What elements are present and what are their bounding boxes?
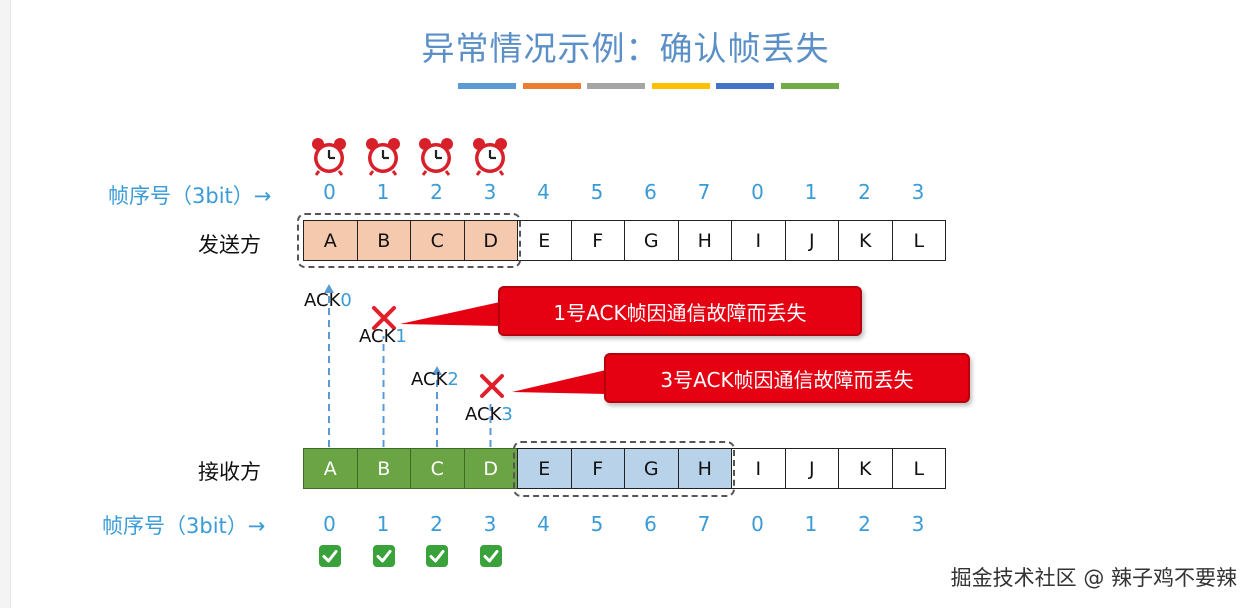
slide-title: 异常情况示例：确认帧丢失 xyxy=(421,29,830,68)
receiver-frame: D xyxy=(463,448,518,489)
ack-number: 3 xyxy=(501,404,513,425)
receiver-seq-number: 0 xyxy=(751,512,764,536)
sender-row-label: 发送方 xyxy=(198,233,261,257)
alarm-clock-icon xyxy=(416,136,456,176)
receiver-seq-label: 帧序号（3bit）→ xyxy=(102,514,266,538)
sender-frame: B xyxy=(356,220,411,261)
sender-seq-number: 6 xyxy=(644,180,657,204)
sender-seq-number: 5 xyxy=(590,180,604,204)
receiver-seq-number: 3 xyxy=(483,512,497,536)
ack-arrow-head xyxy=(324,284,334,293)
ack-prefix: ACK xyxy=(465,404,502,425)
sender-frame: E xyxy=(517,220,572,261)
sender-seq-number: 2 xyxy=(430,180,443,204)
sender-seq-number: 0 xyxy=(323,180,336,204)
title-color-bar xyxy=(780,83,839,89)
receiver-frame: I xyxy=(731,448,786,489)
ack-label: ACK0 xyxy=(304,290,352,311)
sender-seq-number: 3 xyxy=(911,180,925,204)
ack-number: 0 xyxy=(340,290,352,311)
sender-seq-number: 7 xyxy=(697,180,711,204)
receiver-seq-number: 1 xyxy=(804,512,818,536)
receiver-seq-number: 6 xyxy=(644,512,657,536)
sender-seq-label: 帧序号（3bit）→ xyxy=(108,184,272,208)
receiver-seq-number: 0 xyxy=(323,512,336,536)
sender-seq-number: 1 xyxy=(376,180,390,204)
title-color-bar xyxy=(651,83,710,89)
receiver-seq-number: 7 xyxy=(697,512,711,536)
receiver-frame: C xyxy=(410,448,465,489)
receiver-frame: L xyxy=(891,448,946,489)
receiver-seq-number: 1 xyxy=(376,512,390,536)
receiver-frame: F xyxy=(570,448,625,489)
receiver-seq-number: 2 xyxy=(430,512,443,536)
receiver-frame: J xyxy=(784,448,839,489)
receiver-frame: B xyxy=(356,448,411,489)
ack-arrow-head xyxy=(432,366,442,375)
alarm-clock-icon xyxy=(363,136,403,176)
alarm-clock-icon xyxy=(470,136,510,176)
ack-label: ACK2 xyxy=(411,369,459,390)
alarm-clock-icon xyxy=(309,136,349,176)
ack-prefix: ACK xyxy=(304,290,341,311)
check-box-icon xyxy=(372,544,396,572)
ack-prefix: ACK xyxy=(411,369,448,390)
receiver-frame: K xyxy=(838,448,893,489)
ack-label: ACK1 xyxy=(359,326,407,347)
title-color-bar xyxy=(522,83,581,89)
sender-frame: C xyxy=(410,220,465,261)
sender-frame: G xyxy=(624,220,679,261)
lost-cross-icon xyxy=(480,374,504,398)
receiver-seq-number: 3 xyxy=(911,512,925,536)
lost-cross-icon xyxy=(372,306,396,330)
receiver-row-label: 接收方 xyxy=(198,460,261,484)
receiver-frame: A xyxy=(303,448,358,489)
title-color-bar xyxy=(716,83,774,89)
ack-prefix: ACK xyxy=(359,326,396,347)
check-box-icon xyxy=(479,544,503,572)
receiver-seq-number: 5 xyxy=(590,512,604,536)
ack-label: ACK3 xyxy=(465,404,513,425)
callout-ack1-pointer xyxy=(400,302,500,326)
ack-number: 1 xyxy=(395,326,407,347)
sender-frame: F xyxy=(570,220,625,261)
sender-seq-number: 3 xyxy=(483,180,497,204)
sender-seq-number: 2 xyxy=(858,180,871,204)
sender-seq-number: 0 xyxy=(751,180,764,204)
ack-number: 2 xyxy=(447,369,459,390)
sender-frame: L xyxy=(891,220,946,261)
check-box-icon xyxy=(318,544,342,572)
title-color-bar xyxy=(458,83,516,89)
callout-ack1-lost: 1号ACK帧因通信故障而丢失 xyxy=(498,286,862,336)
receiver-window xyxy=(513,441,735,497)
watermark: 掘金技术社区 @ 辣子鸡不要辣 xyxy=(950,566,1237,590)
receiver-frame: E xyxy=(517,448,572,489)
left-margin xyxy=(0,0,11,608)
receiver-seq-number: 2 xyxy=(858,512,871,536)
callout-ack3-lost: 3号ACK帧因通信故障而丢失 xyxy=(604,353,970,403)
sender-seq-number: 4 xyxy=(537,180,550,204)
sender-frame: D xyxy=(463,220,518,261)
callout-ack3-pointer xyxy=(512,370,606,394)
sender-window xyxy=(297,213,521,268)
sender-frame: A xyxy=(303,220,358,261)
title-color-bar xyxy=(587,83,645,89)
sender-frame: I xyxy=(731,220,786,261)
receiver-seq-number: 4 xyxy=(537,512,550,536)
sender-seq-number: 1 xyxy=(804,180,818,204)
check-box-icon xyxy=(425,544,449,572)
receiver-frame: G xyxy=(624,448,679,489)
